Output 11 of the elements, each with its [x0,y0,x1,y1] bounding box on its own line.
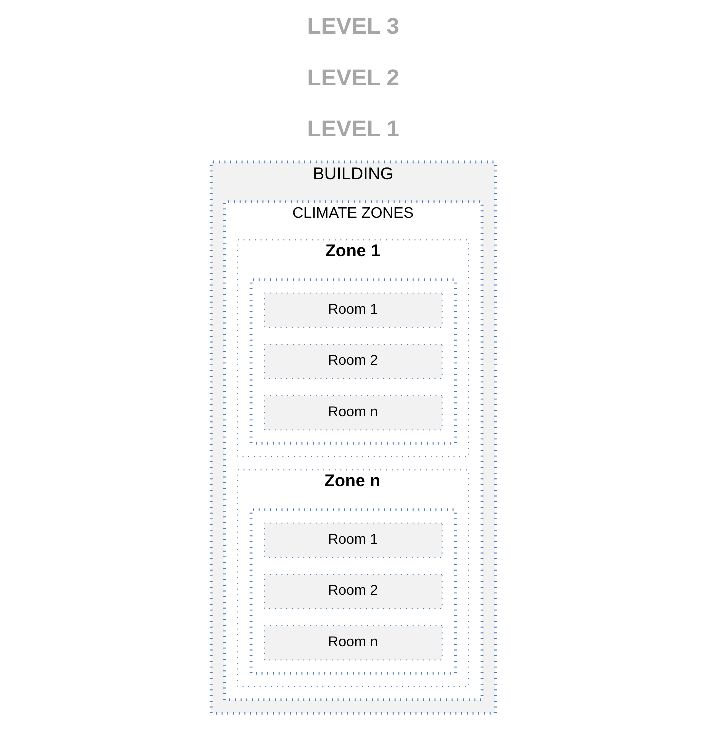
node-box: Room n [264,395,442,431]
label: LEVEL 3 [306,13,399,40]
node-box: Room n [264,626,442,661]
node-box: Room 2 [264,574,442,610]
label: LEVEL 1 [306,116,399,142]
node-box: Room 2 [264,344,442,380]
node-box: Room 1 [264,522,442,558]
label: LEVEL 2 [306,64,399,90]
cluster [249,508,457,675]
cluster [249,278,457,445]
node-box: Room 1 [264,292,442,328]
